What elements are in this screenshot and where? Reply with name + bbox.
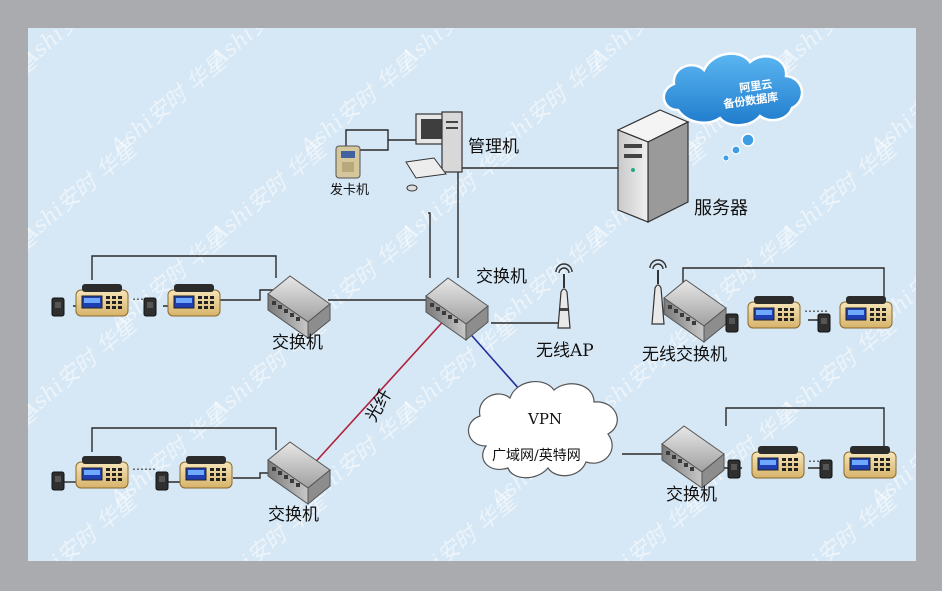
server-icon xyxy=(616,109,690,223)
watermark-text: Ashi安时 华星 xyxy=(774,137,902,250)
terminal-icon xyxy=(167,283,221,317)
terminal-icon xyxy=(75,283,129,317)
terminal-dots: …… xyxy=(804,301,828,315)
terminal-icon xyxy=(751,445,805,479)
terminal-icon xyxy=(75,455,129,489)
server-label: 服务器 xyxy=(694,198,748,219)
management-pc-icon xyxy=(405,111,463,192)
wireless-ap-icon xyxy=(555,263,573,329)
watermark-text: Ashi安时 华星 xyxy=(28,28,142,74)
reader-icon xyxy=(51,471,65,491)
reader-icon xyxy=(819,459,833,479)
watermark-text: Ashi安时 华星 xyxy=(394,489,522,561)
core-switch-label: 交换机 xyxy=(476,267,527,287)
reader-icon xyxy=(725,313,739,333)
vpn-title: VPN xyxy=(527,410,562,428)
reader-icon xyxy=(817,313,831,333)
cloud-label-line1: 阿里云 xyxy=(738,77,773,95)
switch-left-top-label: 交换机 xyxy=(272,333,323,353)
card-issuer-label: 发卡机 xyxy=(330,182,369,198)
wireless-ap-label: 无线AP xyxy=(536,341,594,361)
reader-icon xyxy=(143,297,157,317)
vpn-subtitle: 广域网/英特网 xyxy=(492,447,581,464)
switch-left-bottom-label: 交换机 xyxy=(268,505,319,525)
watermark-text: Ashi安时 华星 xyxy=(28,137,142,250)
fiber-link xyxy=(309,315,449,469)
watermark-text: Ashi安时 华星 xyxy=(28,225,42,338)
terminal-icon xyxy=(839,295,893,329)
watermark-text: Ashi安时 华星 xyxy=(28,401,42,514)
vpn-cloud-icon xyxy=(468,381,618,479)
watermark-text: Ashi安时 华星 xyxy=(28,49,42,162)
management-pc-label: 管理机 xyxy=(468,137,519,157)
reader-icon xyxy=(727,459,741,479)
wireless-switch-label: 无线交换机 xyxy=(642,345,727,365)
wireless-switch-antenna-icon xyxy=(649,259,667,325)
cloud-backup-icon xyxy=(662,52,804,162)
switch-right-bottom-label: 交换机 xyxy=(666,485,717,505)
watermark-text: Ashi安时 华星 xyxy=(774,313,902,426)
terminal-icon xyxy=(179,455,233,489)
watermark-text: Ashi安时 华星 xyxy=(204,137,332,250)
watermark-text: Ashi安时 华星 xyxy=(774,489,902,561)
card-issuer-icon xyxy=(335,145,361,179)
watermark-text: Ashi安时 华星 xyxy=(28,489,142,561)
reader-icon xyxy=(155,471,169,491)
terminal-icon xyxy=(747,295,801,329)
terminal-icon xyxy=(843,445,897,479)
reader-icon xyxy=(51,297,65,317)
watermark-text: Ashi安时 华星 xyxy=(28,313,142,426)
terminal-dots: …… xyxy=(132,459,156,473)
